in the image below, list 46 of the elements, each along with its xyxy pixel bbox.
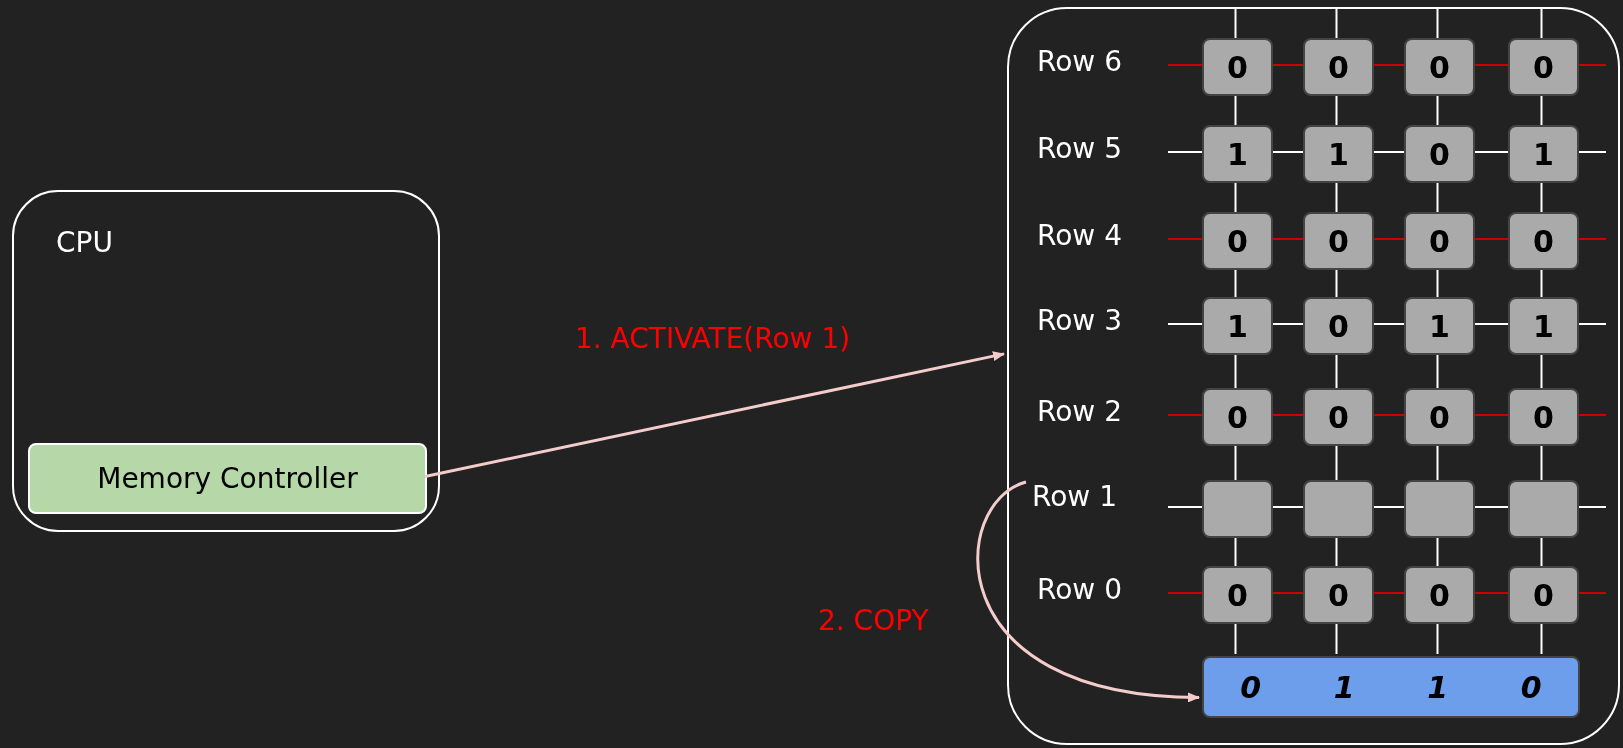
memory-cell: 0 [1303, 297, 1374, 355]
bit-value: 1 [1427, 669, 1449, 705]
row-label: Row 5 [1037, 132, 1122, 165]
memory-cell: 0 [1508, 566, 1579, 624]
memory-cell: 1 [1303, 125, 1374, 183]
bit-value: 1 [1333, 669, 1355, 705]
row-label: Row 1 [1032, 480, 1132, 520]
memory-cell: 0 [1202, 38, 1273, 96]
row-label: Row 4 [1037, 219, 1122, 252]
bit-value: 0 [1520, 669, 1542, 705]
memory-cell: 0 [1202, 212, 1273, 270]
controller-box: Memory Controller [28, 443, 427, 514]
memory-cell: 0 [1303, 388, 1374, 446]
memory-cell: 1 [1202, 125, 1273, 183]
memory-cell [1202, 480, 1273, 538]
memory-cell: 0 [1202, 388, 1273, 446]
memory-cell: 0 [1508, 388, 1579, 446]
arrow [976, 480, 1200, 702]
memory-cell: 0 [1303, 566, 1374, 624]
memory-cell [1404, 480, 1475, 538]
bit-value: 0 [1240, 669, 1262, 705]
memory-cell: 0 [1508, 212, 1579, 270]
memory-cell: 0 [1404, 566, 1475, 624]
memory-cell: 1 [1404, 297, 1475, 355]
memory-cell: 0 [1303, 38, 1374, 96]
row-label: Row 6 [1037, 45, 1122, 78]
memory-cell: 0 [1404, 388, 1475, 446]
memory-cell: 0 [1404, 212, 1475, 270]
memory-cell [1508, 480, 1579, 538]
row-label: Row 3 [1037, 304, 1122, 337]
row-label: Row 0 [1037, 573, 1122, 606]
memory-cell: 0 [1404, 125, 1475, 183]
memory-cell: 0 [1303, 212, 1374, 270]
row-buffer [1202, 656, 1580, 718]
memory-bank-box [1007, 7, 1620, 745]
box-title: CPU [56, 226, 113, 259]
arrow [424, 351, 1005, 478]
memory-cell: 0 [1508, 38, 1579, 96]
row-label: Row 2 [1037, 395, 1122, 428]
memory-cell: 1 [1202, 297, 1273, 355]
cpu-box [12, 190, 440, 532]
memory-cell: 0 [1202, 566, 1273, 624]
memory-cell: 1 [1508, 125, 1579, 183]
memory-cell: 1 [1508, 297, 1579, 355]
memory-cell [1303, 480, 1374, 538]
memory-cell: 0 [1404, 38, 1475, 96]
